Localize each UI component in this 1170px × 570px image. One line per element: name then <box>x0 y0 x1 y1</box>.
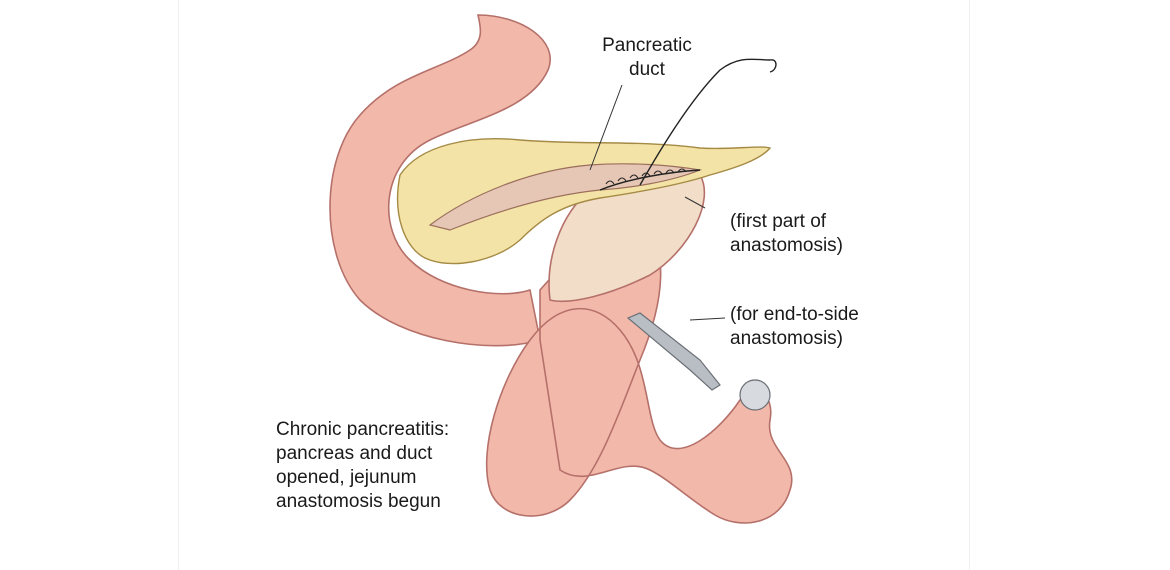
caption-line4: anastomosis begun <box>276 491 441 512</box>
caption: Chronic pancreatitis: pancreas and duct … <box>276 418 449 514</box>
suture-line <box>599 169 701 191</box>
label-first-part: (first part of anastomosis) <box>730 210 843 258</box>
label-first-part-line2: anastomosis) <box>730 235 843 256</box>
label-pancreatic-duct-line2: duct <box>629 59 665 80</box>
suture-thread <box>639 58 777 186</box>
caption-line2: pancreas and duct <box>276 443 433 464</box>
forceps-instrument <box>626 312 771 411</box>
label-end-to-side: (for end-to-side anastomosis) <box>730 303 859 351</box>
duodenum <box>329 14 551 347</box>
label-pancreatic-duct: Pancreatic duct <box>602 34 692 82</box>
label-end-to-side-line2: anastomosis) <box>730 328 843 349</box>
leader-first-part <box>684 196 706 209</box>
caption-line1: Chronic pancreatitis: <box>276 419 450 440</box>
leader-end-to-side <box>689 317 726 321</box>
label-pancreatic-duct-line1: Pancreatic <box>602 35 692 56</box>
suture-stitches <box>605 168 687 185</box>
caption-line3: opened, jejunum <box>276 467 417 488</box>
leader-pancreatic-duct <box>589 84 623 171</box>
label-end-to-side-line1: (for end-to-side <box>730 304 859 325</box>
label-first-part-line1: (first part of <box>730 211 827 232</box>
